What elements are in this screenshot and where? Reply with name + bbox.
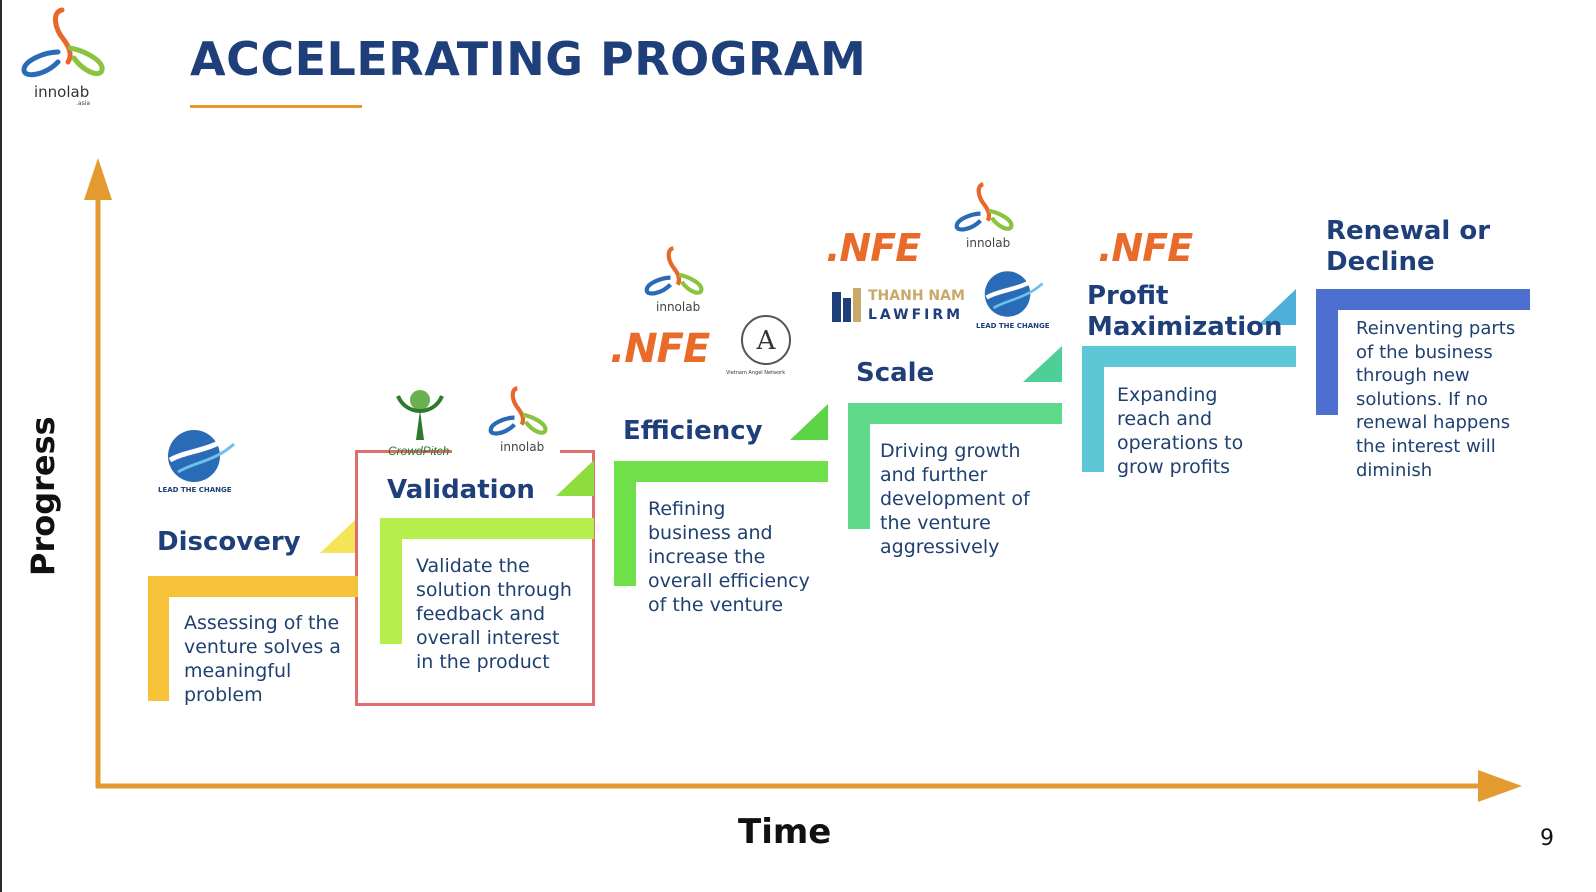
innolab-subtext: .asia bbox=[76, 100, 91, 107]
y-axis-arrow-icon bbox=[84, 158, 112, 200]
stage-title-scale: Scale bbox=[856, 358, 935, 388]
step-efficiency bbox=[614, 461, 828, 586]
step-profit-ramp bbox=[1258, 289, 1296, 325]
step-discovery bbox=[148, 576, 358, 701]
globe-swoosh-icon bbox=[984, 271, 1044, 317]
crowdpitch-figure-icon bbox=[396, 390, 444, 440]
title-underline bbox=[190, 105, 362, 108]
step-scale bbox=[848, 403, 1062, 529]
angel-network-icon: A bbox=[741, 315, 791, 365]
page-number: 9 bbox=[1540, 826, 1554, 851]
innolab-logo-efficiency: innolab bbox=[642, 244, 708, 316]
nfe-logo-efficiency: .NFE bbox=[610, 326, 710, 372]
globe-swoosh-icon bbox=[168, 430, 236, 482]
nfe-logo-profit: .NFE bbox=[1098, 226, 1193, 270]
innolab-logo: innolab .asia bbox=[18, 4, 108, 107]
step-renewal bbox=[1316, 289, 1530, 415]
innolab-wordmark: innolab bbox=[34, 83, 90, 101]
x-axis-label: Time bbox=[738, 812, 832, 852]
innolab-mark-icon bbox=[21, 7, 105, 78]
innolab-mark-icon bbox=[488, 386, 548, 436]
stage-title-discovery: Discovery bbox=[157, 527, 301, 557]
step-profit bbox=[1082, 346, 1296, 472]
van-logo: A Vietnam Angel Network bbox=[724, 312, 812, 382]
highlight-gap bbox=[452, 446, 560, 456]
thanh-nam-lawfirm-logo: THANH NAM LAWFIRM bbox=[832, 288, 965, 324]
innolab-logo-validation: innolab bbox=[486, 384, 552, 456]
crowdpitch-logo: CrowdPitch bbox=[386, 386, 456, 460]
innolab-mark-icon bbox=[644, 246, 704, 296]
lead-the-change-logo-2: LEAD THE CHANGE bbox=[976, 266, 1056, 336]
stage-title-efficiency: Efficiency bbox=[623, 416, 763, 446]
stage-title-validation: Validation bbox=[387, 475, 535, 505]
step-validation bbox=[380, 518, 594, 644]
innolab-mark-icon bbox=[954, 182, 1014, 232]
lead-the-change-logo-1: LEAD THE CHANGE bbox=[158, 426, 238, 496]
svg-text:A: A bbox=[756, 326, 777, 356]
thanh-nam-mark-icon bbox=[832, 288, 861, 322]
innolab-logo-scale: innolab bbox=[952, 180, 1018, 252]
step-scale-ramp bbox=[1023, 346, 1062, 382]
x-axis-arrow-icon bbox=[1478, 770, 1522, 802]
nfe-logo-scale: .NFE bbox=[826, 226, 921, 270]
step-efficiency-ramp bbox=[790, 404, 828, 440]
slide-title: ACCELERATING PROGRAM bbox=[190, 32, 867, 86]
slide-left-border bbox=[0, 0, 2, 892]
step-validation-ramp bbox=[556, 460, 594, 496]
step-discovery-ramp bbox=[320, 520, 355, 553]
